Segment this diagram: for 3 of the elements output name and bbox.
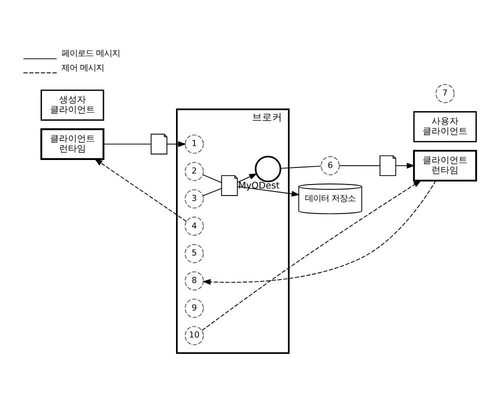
node-label: MyQDest bbox=[238, 181, 280, 192]
legend-label: 제어 메시지 bbox=[62, 62, 104, 72]
legend-label: 페이로드 메시지 bbox=[62, 48, 120, 58]
